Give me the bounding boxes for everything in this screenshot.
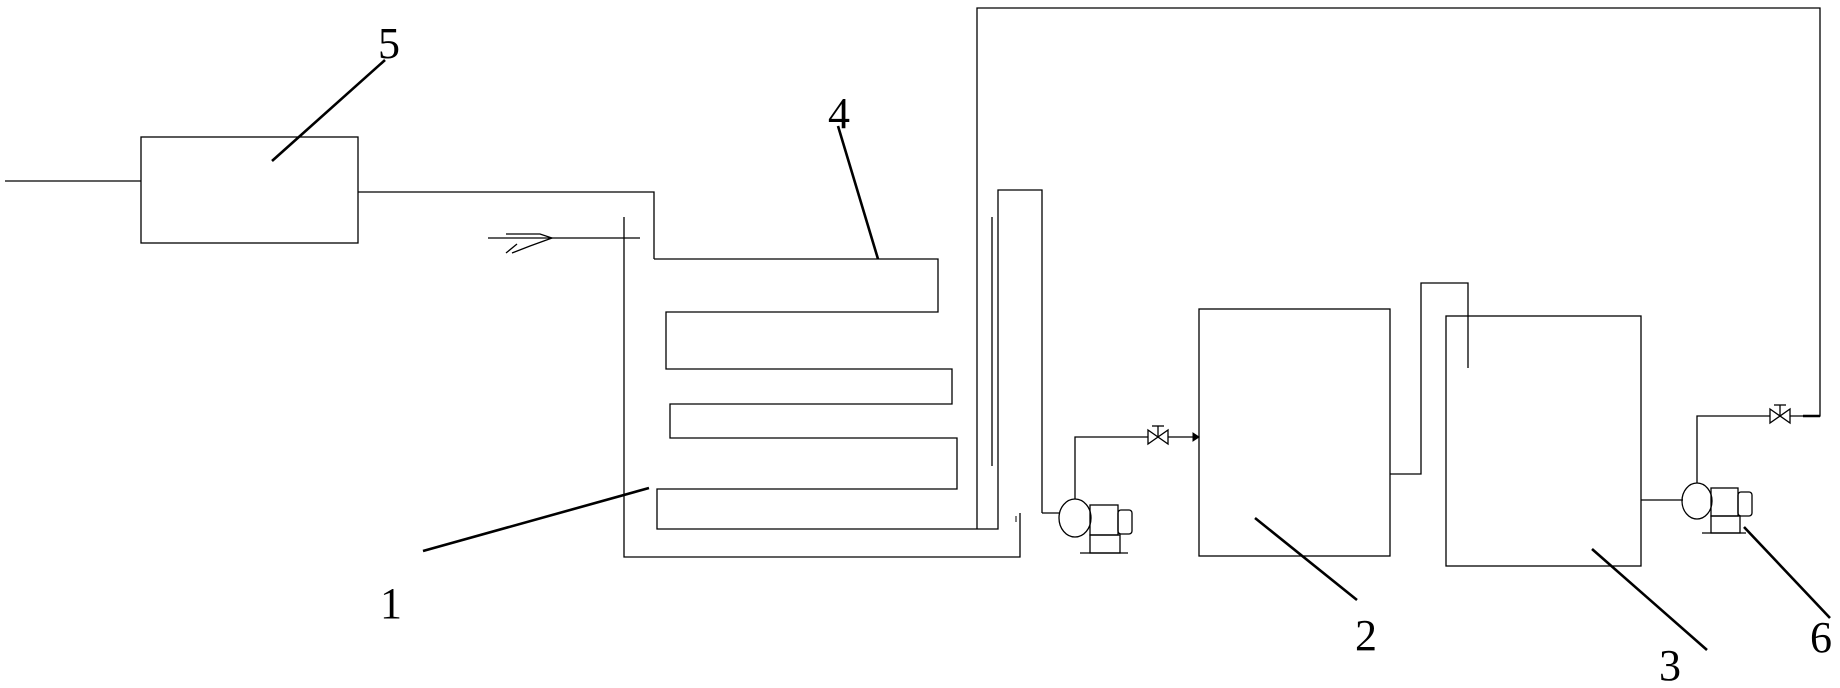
- arrow-to-2-icon: [1192, 432, 1200, 442]
- pump-1: [1042, 425, 1200, 554]
- pump-6-coupling: [1710, 487, 1739, 517]
- component-3-tank: [1445, 315, 1642, 567]
- pump-6-discharge: [1696, 415, 1770, 483]
- pump-6-motor-icon: [1737, 491, 1753, 517]
- pump-6-base: [1710, 515, 1741, 534]
- valve-6-icon: [1769, 407, 1791, 425]
- tank-1-outline: [623, 217, 1021, 558]
- component-5-box: [140, 136, 359, 244]
- recirculation-line: [976, 7, 1821, 529]
- component-1-tank: [623, 189, 1043, 558]
- valve-icon-tail: [505, 243, 518, 254]
- serpentine-coil-4: [654, 189, 1043, 530]
- label-6: 6: [1810, 613, 1832, 662]
- pump-1-volute-icon: [1058, 498, 1092, 538]
- inlet-valve: [488, 233, 640, 254]
- pump-1-coupling: [1089, 504, 1119, 536]
- leader-6: [1743, 526, 1831, 619]
- valve-icon: [506, 233, 554, 254]
- pump-1-base: [1089, 534, 1121, 554]
- pipe-2-to-3: [1390, 282, 1469, 475]
- pump-6-volute-icon: [1681, 482, 1713, 520]
- component-5-unit: [5, 136, 655, 259]
- leader-1: [422, 486, 650, 553]
- pump-6: [976, 7, 1821, 534]
- component-2-tank: [1198, 308, 1391, 557]
- leader-3: [1591, 548, 1708, 651]
- valve-2-icon: [1147, 428, 1169, 446]
- leader-2: [1254, 516, 1358, 602]
- label-3: 3: [1659, 641, 1681, 688]
- pump-1-motor-icon: [1117, 509, 1133, 535]
- label-4: 4: [828, 89, 850, 138]
- component-5-outlet-pipe: [358, 191, 655, 259]
- label-5: 5: [378, 19, 400, 68]
- leader-4: [836, 125, 880, 260]
- pump-1-discharge: [1074, 436, 1148, 499]
- label-2: 2: [1355, 611, 1377, 660]
- leader-5: [271, 59, 386, 162]
- label-1: 1: [380, 579, 402, 628]
